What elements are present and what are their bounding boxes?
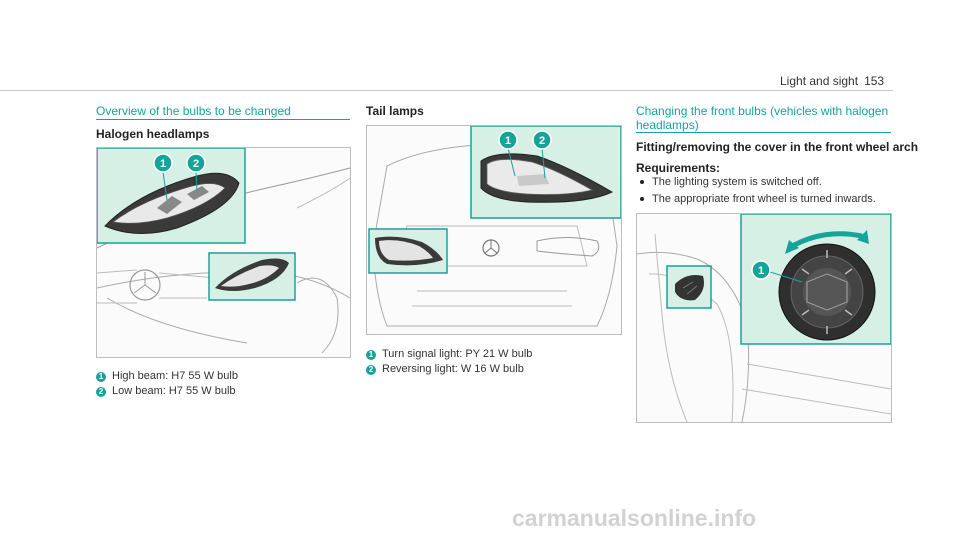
page-header: Light and sight 153 — [780, 74, 884, 88]
callout-number: 2 — [96, 386, 106, 397]
wheel-arch-illustration: 1 — [637, 214, 891, 422]
svg-text:2: 2 — [193, 158, 199, 170]
legend-tail-lamps: 1 Turn signal light: PY 21 W bulb 2 Revers… — [366, 347, 532, 377]
legend-item: 2 Low beam: H7 55 W bulb — [96, 384, 238, 399]
section-title-front-bulbs: Changing the front bulbs (vehicles with … — [636, 104, 888, 132]
header-rule — [0, 90, 893, 91]
legend-text: High beam: H7 55 W bulb — [112, 370, 238, 382]
bullet-icon — [640, 197, 644, 201]
section-title-bulb-overview: Overview of the bulbs to be changed — [96, 104, 291, 118]
legend-item: 2 Reversing light: W 16 W bulb — [366, 362, 532, 377]
legend-text: Low beam: H7 55 W bulb — [112, 385, 236, 397]
figure-halogen-headlamp: 1 2 — [96, 147, 351, 358]
bullet-icon — [640, 180, 644, 184]
svg-text:2: 2 — [539, 135, 545, 147]
callout-number: 1 — [366, 349, 376, 360]
requirement-text: The lighting system is switched off. — [652, 176, 822, 188]
page-number: 153 — [864, 74, 885, 88]
section-title-underline — [636, 132, 891, 133]
legend-headlamps: 1 High beam: H7 55 W bulb 2 Low beam: H7 5… — [96, 369, 238, 399]
svg-text:1: 1 — [160, 158, 166, 170]
watermark: carmanualsonline.info — [512, 505, 757, 531]
callout-number: 2 — [366, 364, 376, 375]
section-title-underline — [96, 119, 350, 120]
tail-lamp-illustration: 1 2 — [368, 126, 621, 327]
legend-item: 1 Turn signal light: PY 21 W bulb — [366, 347, 532, 362]
legend-text: Reversing light: W 16 W bulb — [382, 363, 524, 375]
legend-item: 1 High beam: H7 55 W bulb — [96, 369, 238, 384]
requirement-item: The lighting system is switched off. — [636, 174, 876, 191]
svg-text:1: 1 — [505, 135, 511, 147]
figure-wheel-arch-cover: 1 — [636, 213, 892, 423]
subtitle-fitting-cover: Fitting/removing the cover in the front … — [636, 140, 919, 154]
section-title-line: headlamps) — [636, 118, 699, 132]
headlamp-illustration: 1 2 — [97, 148, 350, 354]
header-section: Light and sight — [780, 74, 859, 88]
callout-label: 1 — [758, 265, 764, 277]
section-title-tail-lamps: Tail lamps — [366, 104, 424, 118]
callout-number: 1 — [96, 371, 106, 382]
subtitle-halogen-headlamps: Halogen headlamps — [96, 127, 210, 141]
legend-text: Turn signal light: PY 21 W bulb — [382, 348, 533, 360]
requirement-text: The appropriate front wheel is turned in… — [652, 193, 876, 205]
figure-tail-lamps: 1 2 — [366, 125, 622, 335]
requirement-item: The appropriate front wheel is turned in… — [636, 191, 876, 208]
requirements-list: The lighting system is switched off. The… — [636, 174, 876, 208]
requirements-label: Requirements: — [636, 161, 721, 175]
section-title-line: Changing the front bulbs (vehicles with … — [636, 104, 889, 118]
